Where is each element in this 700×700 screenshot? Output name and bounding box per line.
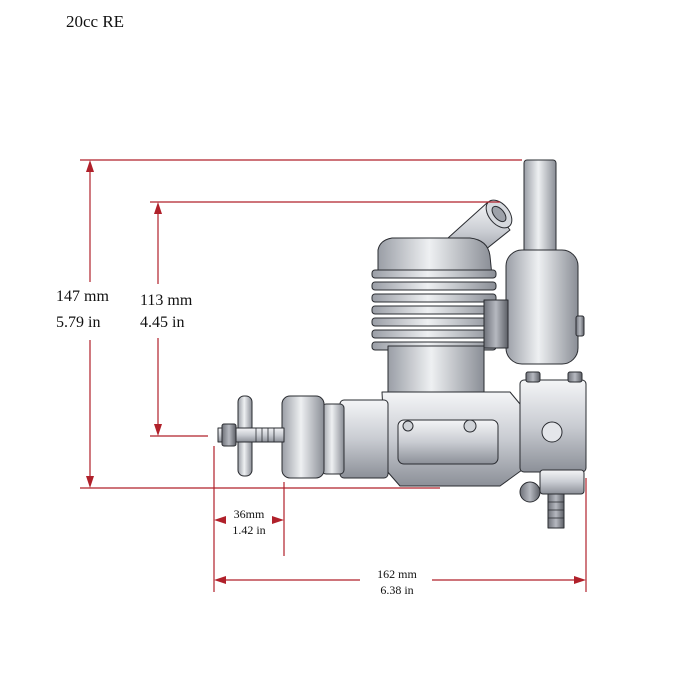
overall-length-label: 162 mm 6.38 in — [362, 566, 432, 598]
shaft-length-mm: 36mm — [233, 507, 265, 521]
shaft-length-label: 36mm 1.42 in — [222, 506, 276, 538]
cylinder-head — [377, 237, 493, 277]
carburetor — [519, 371, 587, 529]
overall-height-in: 5.79 in — [56, 314, 101, 331]
cylinder-height-in: 4.45 in — [140, 314, 185, 331]
engine-drawing — [217, 159, 587, 529]
cooling-fins — [371, 269, 497, 351]
overall-height-label: 147 mm 5.79 in — [56, 286, 109, 334]
overall-length-in: 6.38 in — [380, 583, 414, 597]
exhaust-pipe — [523, 159, 557, 257]
front-housing — [339, 399, 389, 479]
dimension-lines — [80, 159, 587, 592]
cylinder-body — [387, 345, 485, 399]
muffler — [505, 249, 579, 365]
cylinder-height-label: 113 mm 4.45 in — [140, 290, 192, 334]
prop-hub — [281, 395, 325, 479]
page-title: 20cc RE — [66, 12, 125, 31]
shaft-length-in: 1.42 in — [232, 523, 266, 537]
cylinder-height-mm: 113 mm — [140, 292, 193, 309]
overall-height-mm: 147 mm — [56, 288, 109, 305]
overall-length-mm: 162 mm — [377, 567, 417, 581]
